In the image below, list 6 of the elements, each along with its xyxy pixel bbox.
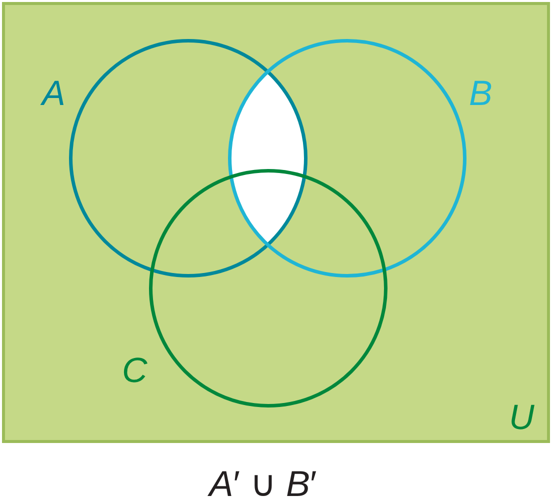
set-label: C	[122, 353, 148, 388]
caption: A′ ∪ B′	[209, 466, 317, 501]
universe-rectangle	[2, 2, 550, 443]
set-label: A	[42, 76, 66, 111]
universe-label: U	[509, 400, 534, 435]
set-label: B	[469, 76, 492, 111]
